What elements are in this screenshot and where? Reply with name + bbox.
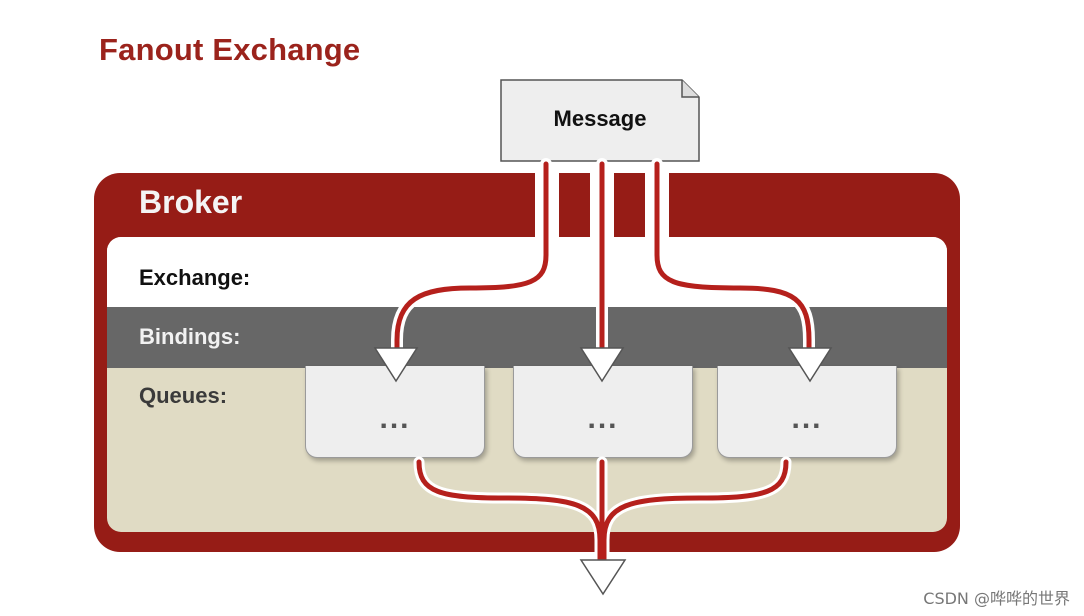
fanout-line-1-casing xyxy=(391,158,552,358)
queue-output-line-3 xyxy=(601,459,789,563)
queue-box-3: ... xyxy=(717,366,897,458)
queue-output-line-1 xyxy=(416,459,603,563)
message-label: Message xyxy=(553,106,647,131)
queue-output-line-1-casing xyxy=(413,456,606,566)
queue-arrow-head-3 xyxy=(787,347,833,383)
fanout-line-3-casing xyxy=(651,158,815,358)
broker-label: Broker xyxy=(139,184,243,220)
watermark-text: CSDN @哗哗的世界 xyxy=(923,589,1070,608)
diagram-title: Fanout Exchange xyxy=(99,32,361,67)
queues-label: Queues: xyxy=(139,383,228,408)
queue-label-1: ... xyxy=(379,402,411,435)
queue-box-2: ... xyxy=(513,366,693,458)
queue-label-3: ... xyxy=(791,402,823,435)
fanout-line-3 xyxy=(654,161,812,355)
fanout-line-1 xyxy=(394,161,549,355)
queue-output-line-3-casing xyxy=(598,456,792,566)
message-document-shape xyxy=(500,79,700,162)
exchange-row xyxy=(107,237,947,307)
bindings-label: Bindings: xyxy=(139,324,241,349)
exchange-label: Exchange: xyxy=(139,265,251,290)
output-arrow-head xyxy=(579,559,627,596)
queue-box-1: ... xyxy=(305,366,485,458)
queue-label-2: ... xyxy=(587,402,619,435)
message-folded-corner xyxy=(681,80,699,98)
queue-arrow-head-2 xyxy=(579,347,625,383)
queue-arrow-head-1 xyxy=(373,347,419,383)
